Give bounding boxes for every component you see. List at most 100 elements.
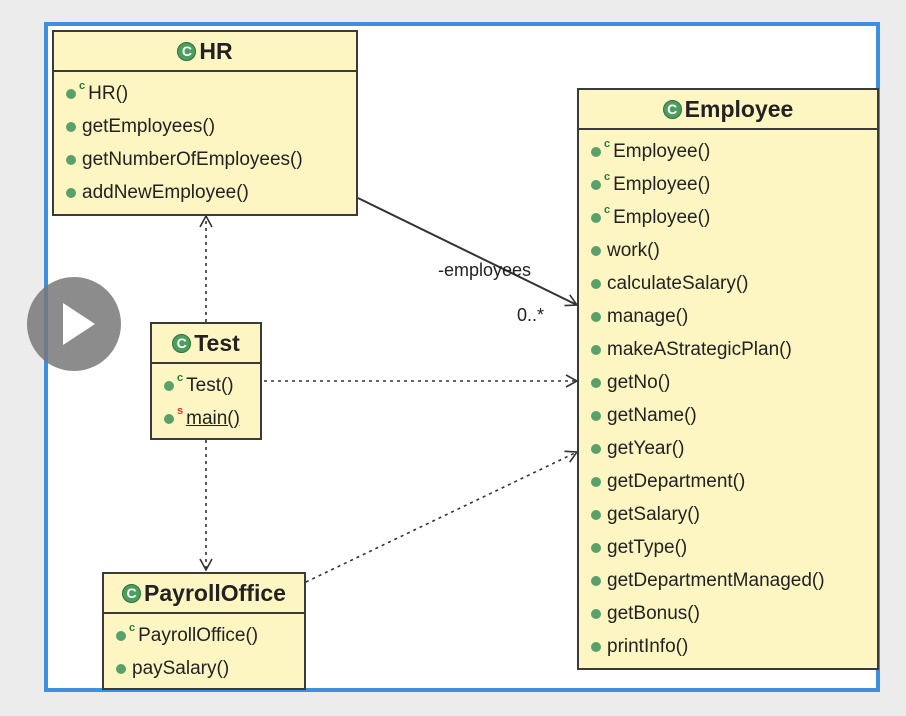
method-icon	[66, 154, 76, 165]
member-label: paySalary()	[132, 657, 230, 679]
constructor-icon	[66, 88, 76, 99]
association-multiplicity-label: 0..*	[517, 305, 545, 325]
method-icon	[591, 443, 601, 454]
member-row[interactable]: getSalary()	[579, 498, 877, 531]
constructor-marker: c	[79, 79, 86, 92]
member-row[interactable]: calculateSalary()	[579, 267, 877, 300]
class-name: Test	[194, 329, 240, 356]
class-header: C PayrollOffice	[104, 574, 304, 614]
association-line	[357, 197, 579, 307]
member-row[interactable]: getType()	[579, 531, 877, 564]
member-label: main()	[186, 407, 240, 429]
constructor-icon	[591, 146, 601, 157]
constructor-icon	[591, 212, 601, 223]
member-label: PayrollOffice()	[138, 624, 259, 646]
constructor-icon	[116, 630, 126, 641]
member-label: manage()	[607, 305, 689, 327]
method-icon	[591, 542, 601, 553]
member-row[interactable]: getName()	[579, 399, 877, 432]
class-name: HR	[199, 37, 233, 64]
play-triangle	[63, 303, 95, 345]
member-row[interactable]: printInfo()	[579, 630, 877, 663]
member-row[interactable]: getBonus()	[579, 597, 877, 630]
member-row[interactable]: getEmployees()	[54, 110, 356, 143]
member-label: Employee()	[613, 173, 711, 195]
constructor-marker: c	[604, 137, 611, 150]
member-label: calculateSalary()	[607, 272, 749, 294]
constructor-marker: c	[604, 203, 611, 216]
member-row[interactable]: getDepartmentManaged()	[579, 564, 877, 597]
member-label: HR()	[88, 82, 129, 104]
member-label: printInfo()	[607, 635, 689, 657]
class-icon: C	[172, 333, 192, 353]
member-row[interactable]: makeAStrategicPlan()	[579, 333, 877, 366]
member-label: getDepartment()	[607, 470, 746, 492]
member-label: getName()	[607, 404, 697, 426]
method-icon	[66, 187, 76, 198]
method-icon	[591, 608, 601, 619]
method-icon	[591, 509, 601, 520]
member-row[interactable]: addNewEmployee()	[54, 176, 356, 209]
method-icon	[591, 476, 601, 487]
member-label: Employee()	[613, 140, 711, 162]
member-label: getType()	[607, 536, 688, 558]
class-name: PayrollOffice	[144, 579, 286, 606]
member-label: addNewEmployee()	[82, 181, 249, 203]
method-icon	[591, 245, 601, 256]
constructor-icon	[164, 380, 174, 391]
member-label: getSalary()	[607, 503, 700, 525]
method-icon	[591, 311, 601, 322]
dependency-payroll-employee	[305, 450, 579, 583]
method-icon	[591, 575, 601, 586]
class-icon: C	[122, 583, 142, 603]
member-label: makeAStrategicPlan()	[607, 338, 792, 360]
static-method-icon	[164, 413, 174, 424]
method-icon	[116, 663, 126, 674]
play-icon[interactable]	[27, 277, 121, 371]
constructor-marker: c	[129, 621, 136, 634]
class-icon: C	[662, 99, 682, 119]
member-row[interactable]: getYear()	[579, 432, 877, 465]
class-name: Employee	[684, 95, 794, 122]
member-row[interactable]: getNo()	[579, 366, 877, 399]
class-header: C Employee	[579, 90, 877, 130]
member-label: Employee()	[613, 206, 711, 228]
member-row[interactable]: paySalary()	[104, 652, 304, 685]
member-label: Test()	[186, 374, 234, 396]
method-icon	[591, 278, 601, 289]
member-row[interactable]: work()	[579, 234, 877, 267]
constructor-icon	[591, 179, 601, 190]
member-row[interactable]: manage()	[579, 300, 877, 333]
static-marker: s	[177, 404, 184, 417]
member-label: getYear()	[607, 437, 685, 459]
association-role-label: -employees	[438, 260, 532, 280]
member-row[interactable]: getDepartment()	[579, 465, 877, 498]
method-icon	[591, 344, 601, 355]
member-row[interactable]: getNumberOfEmployees()	[54, 143, 356, 176]
member-label: getEmployees()	[82, 115, 216, 137]
member-label: work()	[607, 239, 660, 261]
class-header: C Test	[152, 324, 260, 364]
method-icon	[66, 121, 76, 132]
method-icon	[591, 410, 601, 421]
method-icon	[591, 377, 601, 388]
member-label: getDepartmentManaged()	[607, 569, 825, 591]
member-label: getBonus()	[607, 602, 700, 624]
method-icon	[591, 641, 601, 652]
